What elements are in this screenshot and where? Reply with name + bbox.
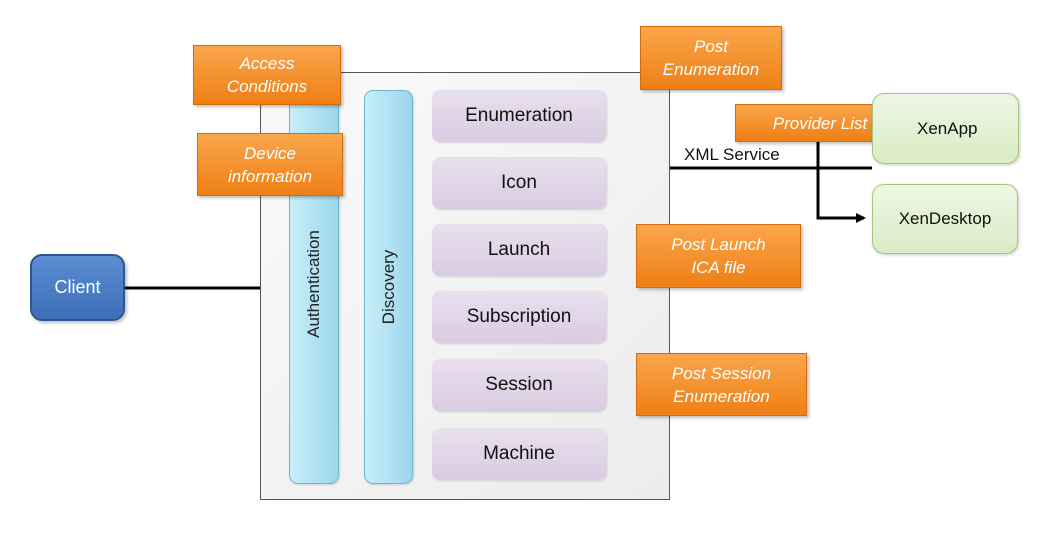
feature-launch: Launch — [432, 224, 606, 276]
note-post-session-line1: Post Session — [671, 363, 772, 383]
note-post-enumeration-line2: Enumeration — [662, 60, 760, 79]
note-post-enumeration: Post Enumeration — [640, 26, 782, 90]
to-xenapp-line — [816, 142, 872, 170]
feature-subscription: Subscription — [432, 291, 606, 343]
discovery-column: Discovery — [364, 90, 413, 484]
feature-enumeration: Enumeration — [432, 90, 606, 142]
note-post-enumeration-line1: Post — [693, 37, 729, 56]
note-device-information-line2: information — [227, 166, 313, 186]
note-access-conditions: Access Conditions — [193, 45, 341, 105]
feature-icon: Icon — [432, 157, 606, 209]
feature-session: Session — [432, 359, 606, 411]
xml-service-label: XML Service — [684, 145, 780, 164]
client-box: Client — [30, 254, 125, 321]
feature-machine: Machine — [432, 428, 606, 480]
target-xenapp: XenApp — [872, 93, 1019, 164]
note-post-launch: Post Launch ICA file — [636, 224, 801, 288]
discovery-label: Discovery — [378, 249, 398, 325]
note-access-conditions-line1: Access — [239, 54, 295, 73]
note-device-information: Device information — [197, 133, 343, 196]
note-device-information-line1: Device — [244, 143, 296, 163]
note-post-launch-line1: Post Launch — [671, 235, 766, 254]
note-post-session-line2: Enumeration — [673, 386, 770, 406]
target-xendesktop: XenDesktop — [872, 184, 1018, 254]
note-post-session: Post Session Enumeration — [636, 353, 807, 416]
note-access-conditions-line2: Conditions — [226, 77, 308, 96]
to-xendesktop-line — [816, 168, 866, 223]
note-post-launch-line2: ICA file — [691, 258, 746, 277]
authentication-label: Authentication — [304, 230, 323, 338]
